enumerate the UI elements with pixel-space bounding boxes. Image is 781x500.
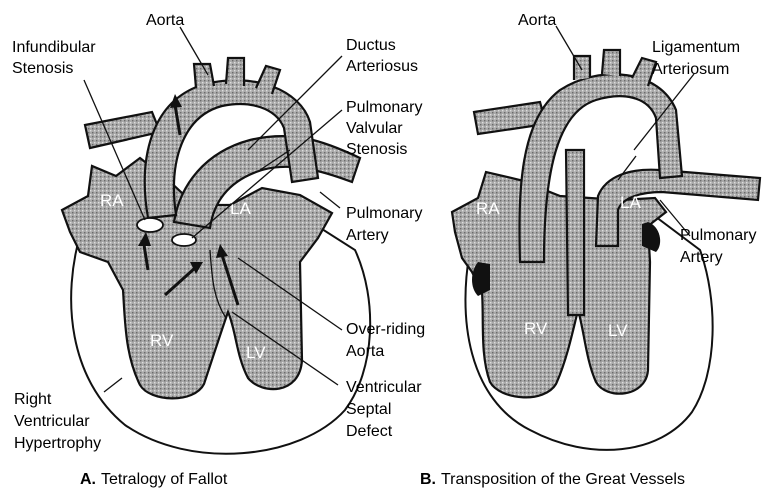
- label-ductus-2: Arteriosus: [346, 58, 418, 75]
- caption-b: B. Transposition of the Great Vessels: [420, 471, 685, 488]
- label-infundibular-2: Stenosis: [12, 60, 73, 77]
- panel-transposition: RA LA RV LV Aorta Ligamentum Arteriosum …: [420, 12, 760, 488]
- chamber-ra-a: RA: [100, 191, 124, 210]
- label-pulm-valvular-1: Pulmonary: [346, 99, 422, 116]
- label-pulm-artery-a-1: Pulmonary: [346, 205, 422, 222]
- label-infundibular-1: Infundibular: [12, 39, 96, 56]
- label-aorta-a: Aorta: [146, 12, 184, 29]
- label-ligamentum-2: Arteriosum: [652, 61, 729, 78]
- label-pulm-artery-b-1: Pulmonary: [680, 227, 756, 244]
- chamber-ra-b: RA: [476, 199, 500, 218]
- chamber-rv-b: RV: [524, 319, 548, 338]
- label-vsd-1: Ventricular: [346, 379, 422, 396]
- valvular-stenosis-mark: [172, 234, 196, 246]
- label-pulm-artery-b-2: Artery: [680, 249, 723, 266]
- caption-a-text: Tetralogy of Fallot: [101, 471, 228, 488]
- chamber-lv-a: LV: [246, 343, 266, 362]
- label-ligamentum-1: Ligamentum: [652, 39, 740, 56]
- label-vsd-2: Septal: [346, 401, 391, 418]
- panel-tetralogy: RA LA RV LV Aorta Infundibular Stenosis …: [12, 12, 425, 488]
- label-ductus-1: Ductus: [346, 37, 396, 54]
- chamber-lv-b: LV: [608, 321, 628, 340]
- caption-b-text: Transposition of the Great Vessels: [441, 471, 685, 488]
- chamber-rv-a: RV: [150, 331, 174, 350]
- great-vessel-trunks-b: [566, 150, 584, 315]
- infundibular-stenosis-mark: [137, 218, 163, 232]
- label-rvh-3: Hypertrophy: [14, 435, 101, 452]
- label-pulm-artery-a-2: Artery: [346, 227, 389, 244]
- label-vsd-3: Defect: [346, 423, 393, 440]
- label-rvh-2: Ventricular: [14, 413, 90, 430]
- label-rvh-1: Right: [14, 391, 52, 408]
- label-overriding-1: Over-riding: [346, 321, 425, 338]
- label-pulm-valvular-3: Stenosis: [346, 141, 407, 158]
- caption-b-letter: B.: [420, 471, 436, 488]
- label-aorta-b: Aorta: [518, 12, 556, 29]
- label-overriding-2: Aorta: [346, 343, 384, 360]
- caption-a-letter: A.: [80, 471, 96, 488]
- chamber-la-a: LA: [230, 199, 251, 218]
- chamber-la-b: LA: [620, 193, 641, 212]
- caption-a: A. Tetralogy of Fallot: [80, 471, 228, 488]
- label-pulm-valvular-2: Valvular: [346, 120, 403, 137]
